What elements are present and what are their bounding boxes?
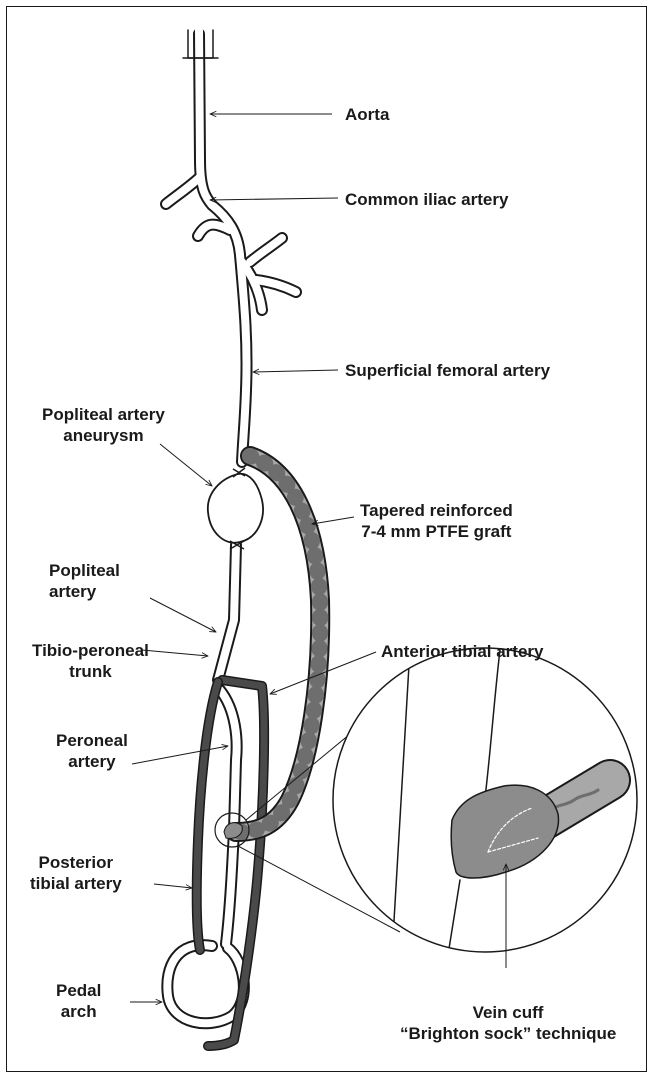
- label-common-iliac-artery: Common iliac artery: [345, 189, 508, 210]
- label-tibio-peroneal-line1: Tibio-peroneal: [32, 640, 149, 661]
- label-vein-cuff-line1: Vein cuff: [400, 1002, 616, 1023]
- label-aorta: Aorta: [345, 104, 389, 125]
- leader-tibio-peroneal: [142, 650, 208, 656]
- label-ptfe-graft: Tapered reinforced 7-4 mm PTFE graft: [360, 500, 513, 542]
- label-superficial-femoral-artery: Superficial femoral artery: [345, 360, 550, 381]
- leader-sfa: [253, 370, 338, 372]
- label-tibio-peroneal-trunk: Tibio-peroneal trunk: [32, 640, 149, 682]
- leader-common-iliac: [210, 198, 338, 200]
- leader-popliteal: [150, 598, 216, 632]
- label-peroneal-artery-line1: Peroneal: [56, 730, 128, 751]
- label-popliteal-artery-line2: artery: [49, 581, 120, 602]
- leader-aneurysm: [160, 444, 212, 486]
- popliteal-aneurysm: [208, 474, 263, 543]
- label-posterior-tibial-line1: Posterior: [30, 852, 122, 873]
- label-posterior-tibial-artery: Posterior tibial artery: [30, 852, 122, 894]
- label-vein-cuff: Vein cuff “Brighton sock” technique: [400, 1002, 616, 1044]
- label-pedal-arch: Pedal arch: [56, 980, 101, 1022]
- label-popliteal-artery: Popliteal artery: [49, 560, 120, 602]
- label-tibio-peroneal-line2: trunk: [32, 661, 149, 682]
- label-popliteal-artery-line1: Popliteal: [49, 560, 120, 581]
- label-peroneal-artery-line2: artery: [56, 751, 128, 772]
- leader-peroneal: [132, 746, 228, 764]
- label-pedal-arch-line2: arch: [56, 1001, 101, 1022]
- label-peroneal-artery: Peroneal artery: [56, 730, 128, 772]
- label-anterior-tibial-artery: Anterior tibial artery: [381, 641, 544, 662]
- label-popliteal-aneurysm: Popliteal artery aneurysm: [42, 404, 165, 446]
- label-pedal-arch-line1: Pedal: [56, 980, 101, 1001]
- label-ptfe-graft-line1: Tapered reinforced: [360, 500, 513, 521]
- label-popliteal-aneurysm-line1: Popliteal artery: [42, 404, 165, 425]
- label-ptfe-graft-line2: 7-4 mm PTFE graft: [360, 521, 513, 542]
- leader-posterior-tibial: [154, 884, 192, 888]
- label-posterior-tibial-line2: tibial artery: [30, 873, 122, 894]
- zoomed-detail: [333, 648, 637, 955]
- label-vein-cuff-line2: “Brighton sock” technique: [400, 1023, 616, 1044]
- leader-graft: [312, 517, 354, 524]
- label-popliteal-aneurysm-line2: aneurysm: [42, 425, 165, 446]
